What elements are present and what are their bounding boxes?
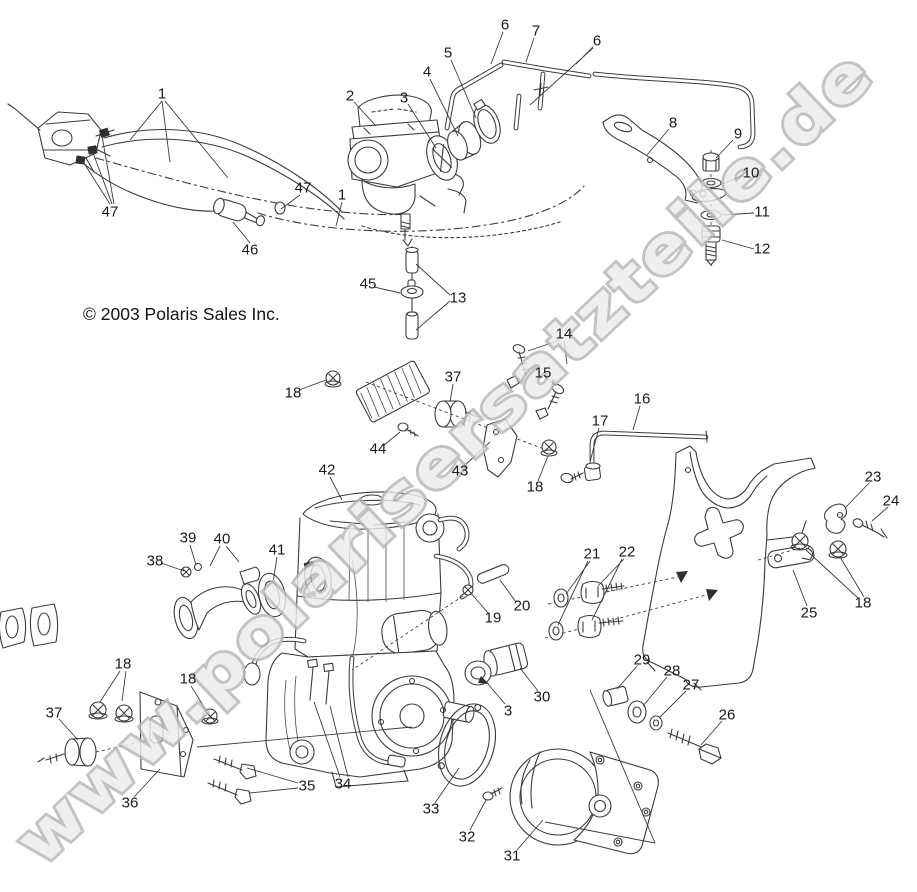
callout-30: 30	[533, 688, 551, 706]
callout-28: 28	[663, 662, 681, 680]
callout-46: 46	[241, 241, 259, 259]
callout-18: 18	[284, 384, 302, 402]
callout-2: 2	[345, 87, 355, 105]
callout-43: 43	[451, 462, 469, 480]
callout-1: 1	[157, 85, 167, 103]
leader-lines	[58, 31, 889, 851]
callout-26: 26	[718, 706, 736, 724]
callout-27: 27	[682, 676, 700, 694]
spacer-washer-bolt-group	[464, 642, 722, 765]
hose-clamp-47	[274, 201, 286, 215]
callout-42: 42	[318, 461, 336, 479]
callout-39: 39	[179, 529, 197, 547]
callout-7: 7	[531, 22, 541, 40]
callout-18: 18	[854, 594, 872, 612]
callout-15: 15	[534, 364, 552, 382]
callout-37: 37	[45, 704, 63, 722]
copyright-text: © 2003 Polaris Sales Inc.	[83, 304, 280, 324]
callout-21: 21	[583, 545, 601, 563]
callout-47: 47	[101, 203, 119, 221]
callout-40: 40	[213, 530, 231, 548]
fuel-pump	[7, 103, 115, 173]
exhaust-elbow-group	[0, 562, 287, 649]
callout-11: 11	[754, 203, 770, 221]
callout-5: 5	[443, 44, 453, 62]
callout-24: 24	[882, 492, 900, 510]
carburetor	[347, 94, 467, 247]
callout-4: 4	[422, 63, 432, 81]
callout-18: 18	[179, 670, 197, 688]
callout-23: 23	[864, 468, 882, 486]
vent-pipe	[560, 430, 709, 484]
callout-18: 18	[526, 478, 544, 496]
callout-14: 14	[555, 325, 573, 343]
callout-31: 31	[503, 847, 521, 865]
callout-33: 33	[422, 800, 440, 818]
water-pump-group	[437, 689, 659, 855]
intake-boot-stack	[426, 98, 501, 181]
callout-45: 45	[359, 275, 377, 293]
upper-engine-mount	[324, 344, 565, 478]
callout-32: 32	[458, 828, 476, 846]
callout-1: 1	[337, 186, 347, 204]
support-bracket	[602, 114, 703, 204]
dowel-pin-group	[351, 564, 510, 671]
callout-17: 17	[591, 412, 609, 430]
callout-18: 18	[114, 655, 132, 673]
callout-13: 13	[449, 289, 467, 307]
callout-6: 6	[500, 16, 510, 34]
callout-34: 34	[334, 775, 352, 793]
jet-needle-parts	[400, 246, 424, 342]
callout-38: 38	[146, 552, 164, 570]
lower-mount-group	[37, 691, 413, 805]
callout-12: 12	[753, 240, 771, 258]
callout-25: 25	[800, 604, 818, 622]
vent-hoses	[444, 59, 756, 150]
frame-mount-bushings	[544, 571, 718, 641]
callout-3: 3	[503, 702, 513, 720]
engine-assembly	[243, 491, 475, 788]
callout-22: 22	[618, 543, 636, 561]
inline-fuel-filter	[213, 197, 266, 227]
fuel-lines	[81, 128, 585, 239]
callout-36: 36	[121, 794, 139, 812]
callout-35: 35	[298, 777, 316, 795]
callout-20: 20	[513, 597, 531, 615]
stay-bracket-group	[757, 503, 888, 569]
callout-3: 3	[399, 89, 409, 107]
mount-hardware-stack	[691, 150, 727, 266]
callout-10: 10	[742, 164, 760, 182]
callout-41: 41	[268, 541, 286, 559]
frame-member	[642, 445, 816, 691]
callout-29: 29	[633, 651, 651, 669]
callout-44: 44	[369, 440, 387, 458]
callout-8: 8	[668, 114, 678, 132]
callout-19: 19	[484, 609, 502, 627]
callout-37: 37	[444, 368, 462, 386]
callout-16: 16	[633, 390, 651, 408]
callout-6: 6	[592, 32, 602, 50]
callout-9: 9	[733, 125, 743, 143]
callout-47: 47	[294, 179, 312, 197]
